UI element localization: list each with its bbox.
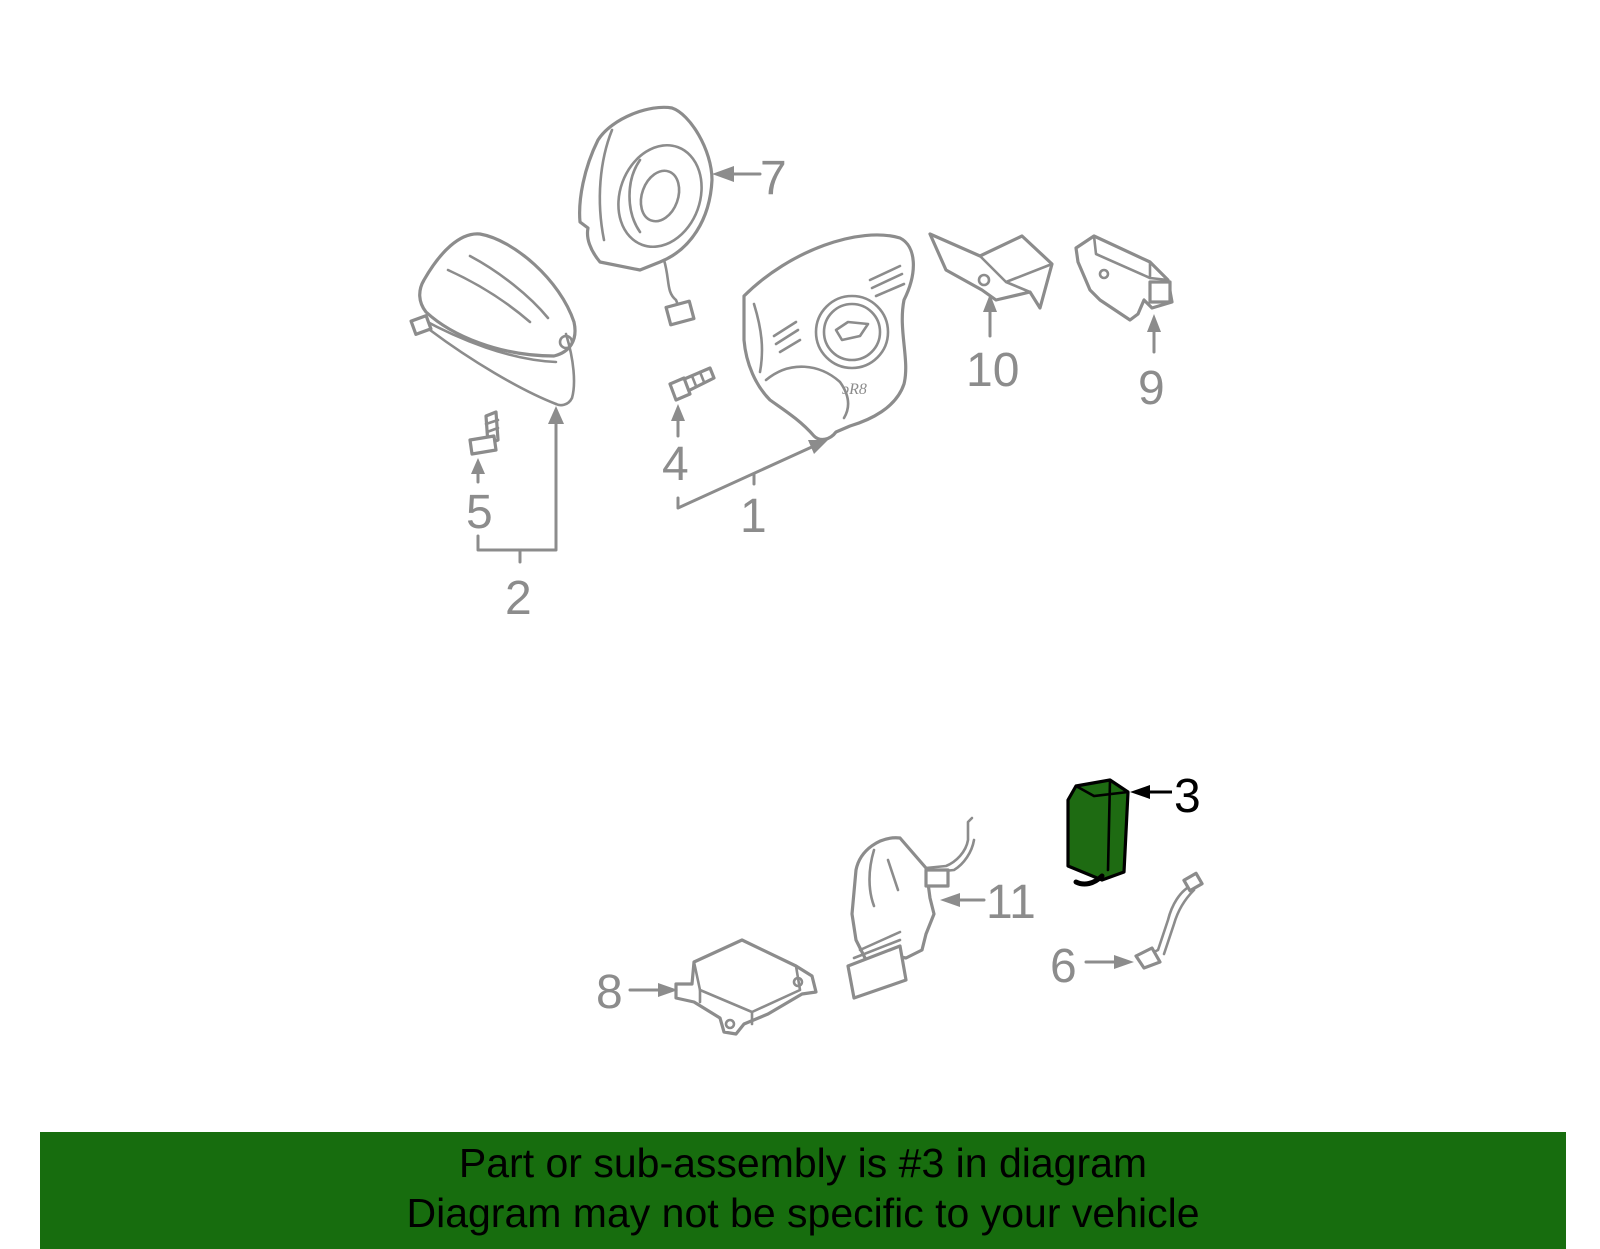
part-7-clock-spring[interactable] (578, 105, 716, 327)
callout-labels: 7 2 5 4 1 10 9 3 11 8 6 (466, 152, 1201, 1019)
callout-11: 11 (986, 876, 1036, 929)
callout-1: 1 (740, 490, 767, 543)
part-11-buckle[interactable] (846, 816, 976, 1000)
part-2-passenger-airbag[interactable] (409, 232, 577, 407)
callout-2: 2 (505, 572, 532, 625)
part-8-control-module[interactable] (674, 938, 818, 1036)
info-banner: Part or sub-assembly is #3 in diagram Di… (40, 1132, 1566, 1249)
part-5-bolt[interactable] (468, 410, 500, 456)
callout-9: 9 (1138, 362, 1165, 415)
leader-line-3 (1130, 785, 1172, 799)
part-1-driver-airbag[interactable]: ɔR8 (742, 233, 915, 442)
callout-6: 6 (1050, 940, 1077, 993)
part-4-bolt[interactable] (668, 366, 716, 402)
callout-5: 5 (466, 486, 493, 539)
callout-7: 7 (760, 152, 787, 205)
part-6-harness[interactable] (1134, 871, 1204, 970)
callout-3: 3 (1174, 770, 1201, 823)
part-9-sensor[interactable] (1074, 234, 1174, 322)
part-3-highlighted[interactable] (1066, 778, 1130, 887)
callout-8: 8 (596, 966, 623, 1019)
callout-4: 4 (662, 438, 689, 491)
leader-lines (471, 166, 1161, 997)
part-10-bracket[interactable] (928, 232, 1054, 310)
banner-line-1: Part or sub-assembly is #3 in diagram (458, 1140, 1148, 1186)
svg-text:ɔR8: ɔR8 (842, 381, 867, 398)
callout-10: 10 (966, 344, 1019, 397)
banner-line-2: Diagram may not be specific to your vehi… (406, 1190, 1200, 1236)
